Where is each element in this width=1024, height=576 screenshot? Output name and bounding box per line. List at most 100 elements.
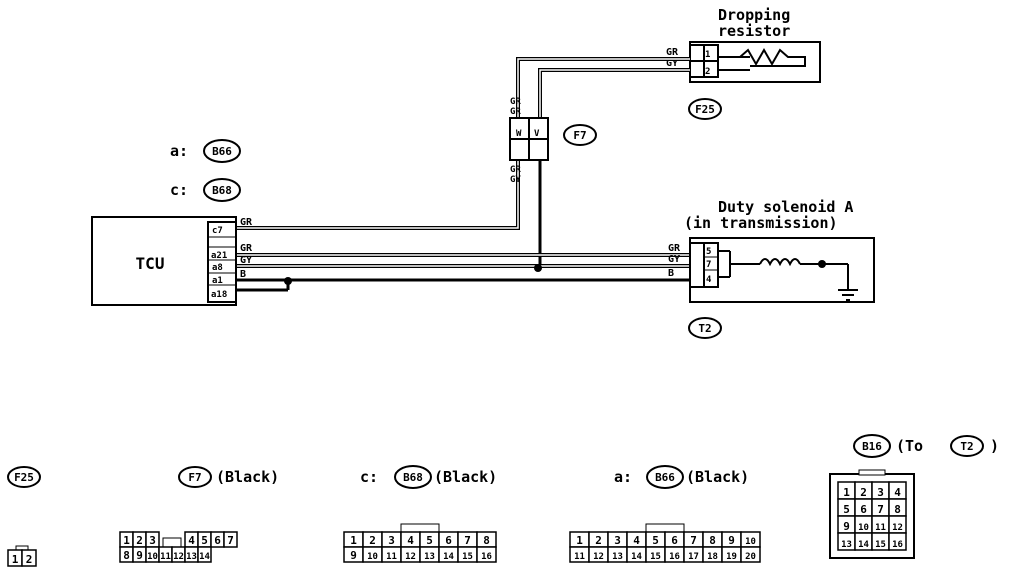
f25-face-pin-2: 2 [26,553,33,566]
t2-connector-tag: T2 [688,317,722,339]
duty-solenoid [689,237,875,303]
f25-face-pin-1: 1 [12,553,19,566]
b16-face-pin-14: 14 [858,540,869,550]
marker-c: c: [170,181,188,199]
legend-t2-tag: T2 [950,435,984,457]
svg-text:F7: F7 [188,471,201,484]
b68-face-pin-7: 7 [464,534,471,547]
b68-face-pin-1: 1 [350,534,357,547]
wire-label-gy-t2: GY [668,254,680,265]
f7-face-pin-2: 2 [136,534,143,547]
b68-face-pin-16: 16 [481,552,492,562]
b66-face-pin-6: 6 [671,534,678,547]
splice-dot-1 [534,264,542,272]
f7-pin-w: W [516,129,522,139]
b68-face-pin-4: 4 [407,534,414,547]
b16-face-pin-5: 5 [843,503,850,516]
b16-face-pin-8: 8 [894,503,901,516]
svg-text:B68: B68 [403,471,423,484]
f7-wire-top-1: GR [510,97,521,107]
t2-pin-7: 7 [706,260,711,270]
b68-face-pin-11: 11 [386,552,397,562]
b68-face-pin-14: 14 [443,552,454,562]
b66-face-pin-10: 10 [745,537,756,547]
legend-b16-to: (To [896,437,923,455]
f7-face-pin-4: 4 [188,534,195,547]
b66-face-pin-9: 9 [728,534,735,547]
wire-label-b-a1: B [240,269,246,280]
svg-text:B68: B68 [212,184,232,197]
t2-pin-5: 5 [706,247,711,257]
f7-face-pin-5: 5 [201,534,208,547]
b66-face-pin-13: 13 [612,552,623,562]
b66-face-pin-8: 8 [709,534,716,547]
b68-face-pin-2: 2 [369,534,376,547]
legend-b16-tag: B16 [853,434,891,458]
legend-b66-tag: B66 [646,465,684,489]
legend-b68-tag: B68 [394,465,432,489]
b68-face-pin-9: 9 [350,549,357,562]
b66-face-pin-5: 5 [652,534,659,547]
f7-connector [509,117,549,161]
f7-face-pin-1: 1 [123,534,130,547]
b66-face-pin-11: 11 [574,552,585,562]
b68-connector-tag: B68 [203,178,241,202]
f7-face-pin-7: 7 [227,534,234,547]
svg-text:B16: B16 [862,440,882,453]
wire-label-gy-f25: GY [666,58,678,69]
b16-face-pin-1: 1 [843,486,850,499]
solenoid-splice-dot [818,260,826,268]
wires [236,57,690,292]
b66-face-pin-14: 14 [631,552,642,562]
wire-label-gr-f25: GR [666,47,679,58]
wire-label-gr-t2: GR [668,243,681,254]
b66-face-pin-1: 1 [576,534,583,547]
legend-f7-tag: F7 [178,466,212,488]
b16-face-pin-10: 10 [858,523,869,533]
f7-face-pin-14: 14 [199,552,210,562]
dropping-resistor-title-line2: resistor [718,22,790,40]
wire-label-gr-c7: GR [240,217,253,228]
b66-face-pin-16: 16 [669,552,680,562]
tcu-pin-c7: c7 [212,226,223,236]
b16-face-pin-7: 7 [877,503,884,516]
tcu-pin-a21: a21 [211,251,227,261]
f7-face-pin-12: 12 [173,552,184,562]
f7-face-pin-11: 11 [160,552,171,562]
duty-solenoid-title-line1: Duty solenoid A [718,198,853,216]
b66-face-pin-2: 2 [595,534,602,547]
b16-face-pin-2: 2 [860,486,867,499]
wire-label-gr-a21: GR [240,243,253,254]
svg-text:B66: B66 [212,145,232,158]
b66-face-pin-7: 7 [690,534,697,547]
f7-pin-v: V [534,129,540,139]
marker-a: a: [170,142,188,160]
f7-face-pin-6: 6 [214,534,221,547]
t2-pin-4: 4 [706,275,712,285]
b16-face-pin-13: 13 [841,540,852,550]
tcu-box [91,216,237,306]
svg-text:F25: F25 [14,471,34,484]
tcu-pin-a18: a18 [211,290,227,300]
legend-b68-color: (Black) [434,468,497,486]
b16-face-pin-3: 3 [877,486,884,499]
tcu-pin-a8: a8 [212,263,223,273]
b66-face-pin-18: 18 [707,552,718,562]
b16-face-pin-9: 9 [843,520,850,533]
tcu-pin-a1: a1 [212,276,223,286]
b16-face-pin-15: 15 [875,540,886,550]
b66-face-pin-15: 15 [650,552,661,562]
f7-face-pin-9: 9 [136,549,143,562]
duty-solenoid-title-line2: (in transmission) [684,214,838,232]
dropping-resistor [689,41,821,83]
dropping-resistor-title-line1: Dropping [718,6,790,24]
f7-face-pin-8: 8 [123,549,130,562]
f7-wire-bot-1: GR [510,165,521,175]
f7-connector-tag: F7 [563,124,597,146]
legend-f7-color: (Black) [216,468,279,486]
b66-face-pin-19: 19 [726,552,737,562]
b66-face-pin-4: 4 [633,534,640,547]
b16-face-pin-4: 4 [894,486,901,499]
